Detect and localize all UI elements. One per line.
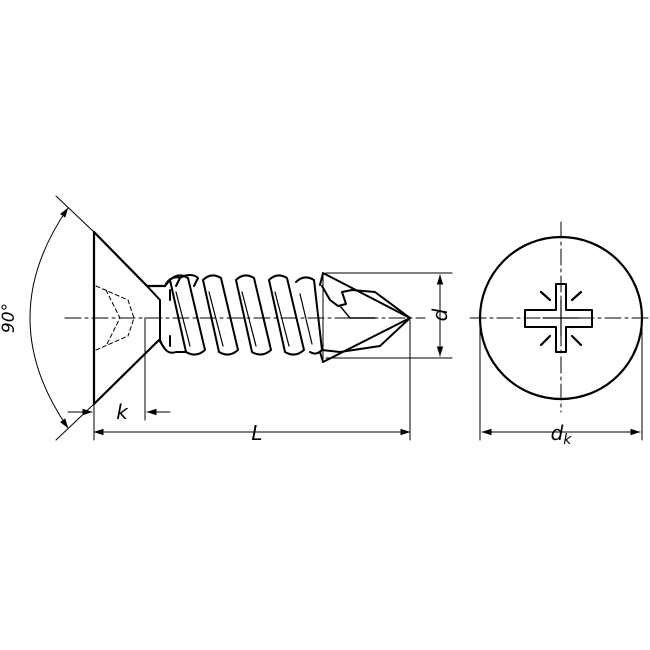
pozidriv-cross-recess-icon — [524, 283, 593, 353]
d-label: d — [428, 308, 452, 321]
angle-dimension — [29, 195, 95, 441]
k-label: k — [116, 400, 129, 424]
hidden-recess-lines — [95, 285, 135, 351]
dk-label-sub: k — [563, 432, 572, 448]
side-view — [29, 195, 453, 441]
head-circle — [478, 235, 644, 401]
diameter-dimension — [325, 272, 453, 359]
thread-body — [159, 274, 323, 356]
head-view — [469, 221, 650, 441]
length-dimension — [93, 319, 411, 441]
dk-label-base: d — [551, 421, 564, 445]
drill-point — [319, 272, 411, 363]
head-diameter-dimension — [479, 321, 643, 441]
dk-label: dk — [551, 421, 573, 448]
length-label: L — [251, 421, 262, 445]
angle-label: 90° — [0, 303, 19, 333]
